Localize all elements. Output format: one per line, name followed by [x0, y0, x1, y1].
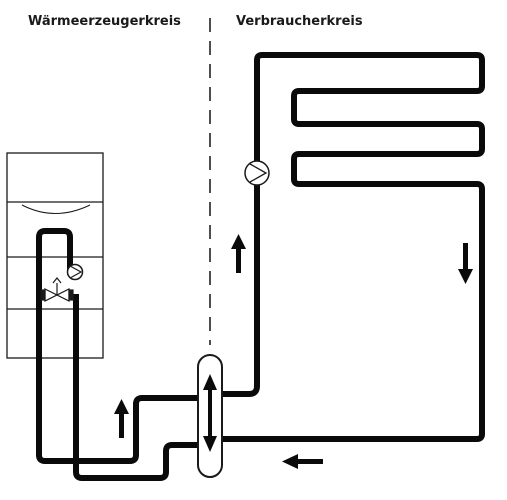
flow-arrow-up-heat-circuit	[114, 399, 129, 438]
boiler-unit	[6, 152, 104, 359]
flow-arrow-down-consumer	[458, 243, 473, 284]
flow-arrow-left-consumer-return	[282, 454, 323, 469]
consumer-circuit-pipe	[222, 52, 485, 442]
heat-generator-return-pipe	[73, 294, 198, 481]
heat-generator-circuit-pipe	[36, 228, 198, 464]
boiler-pump-icon	[66, 263, 84, 281]
heat-generator-circuit-label: Wärmeerzeugerkreis	[28, 14, 181, 29]
consumer-circuit-label: Verbraucherkreis	[236, 14, 363, 29]
boiler-valve-icon	[40, 277, 74, 302]
flow-arrow-up-consumer-supply	[231, 234, 246, 273]
hydraulic-separator	[197, 354, 223, 478]
consumer-pump-icon	[244, 160, 270, 186]
